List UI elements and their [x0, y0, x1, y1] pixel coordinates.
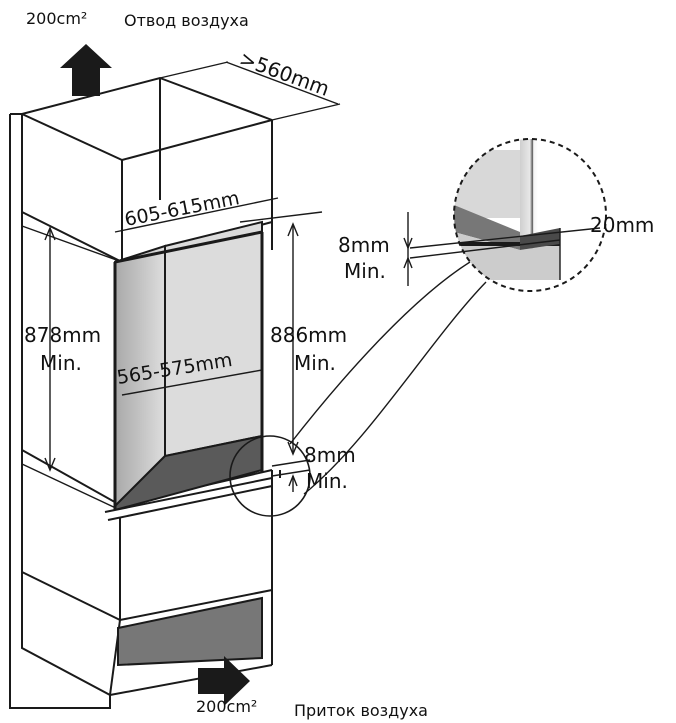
- air-in-label: Приток воздуха: [294, 701, 428, 720]
- gap-bottom-min-label: Min.: [306, 469, 348, 493]
- oven-back-wall: [164, 220, 263, 458]
- magnifier-source-circle: [229, 435, 311, 517]
- air-in-arrow-icon: [198, 656, 250, 706]
- magnifier: [229, 138, 607, 517]
- air-out-arrow-icon: [60, 44, 112, 96]
- air-intake-opening: [117, 596, 263, 667]
- cabinet-frame: [9, 61, 341, 709]
- dimension-lines: [44, 197, 311, 492]
- gap-bottom-label: 8mm: [304, 443, 356, 467]
- outer-width-label: 605-615mm: [123, 187, 241, 231]
- height-left-min-label: Min.: [40, 351, 82, 375]
- oven-body: [104, 220, 273, 521]
- height-right-label: 886mm: [270, 323, 347, 347]
- detail-depth-label: 20mm: [590, 213, 654, 237]
- height-left-label: 878mm: [24, 323, 101, 347]
- air-in-area: 200cm²: [196, 697, 257, 716]
- gap-detail-label: 8mm: [338, 233, 390, 257]
- depth-label: >560mm: [236, 46, 332, 101]
- magnifier-detail-circle: [453, 138, 607, 292]
- height-right-min-label: Min.: [294, 351, 336, 375]
- gap-detail-min-label: Min.: [344, 259, 386, 283]
- air-out-area: 200cm²: [26, 9, 87, 28]
- air-out-label: Отвод воздуха: [124, 11, 249, 30]
